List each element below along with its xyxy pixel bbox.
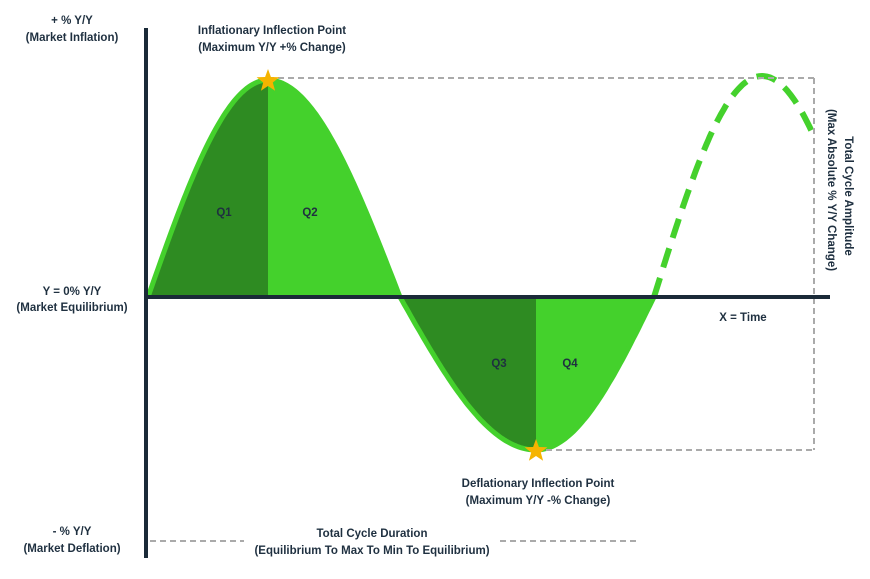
star-icon — [256, 69, 280, 91]
x-axis-label: X = Time — [719, 312, 766, 324]
peak-subtitle: (Maximum Y/Y +% Change) — [198, 42, 346, 54]
cycle-curve-projected — [651, 72, 816, 298]
trough-subtitle: (Maximum Y/Y -% Change) — [466, 495, 611, 507]
y-bot-sublabel: (Market Deflation) — [23, 543, 120, 555]
duration-title: Total Cycle Duration — [317, 528, 428, 540]
duration-subtitle: (Equilibrium To Max To Min To Equilibriu… — [254, 545, 489, 557]
peak-title: Inflationary Inflection Point — [198, 25, 346, 37]
y-mid-label: Y = 0% Y/Y — [43, 286, 102, 298]
amplitude-subtitle: (Max Absolute % Y/Y Change) — [825, 109, 837, 271]
quadrant-label-q4: Q4 — [562, 358, 578, 370]
y-bot-label: - % Y/Y — [53, 526, 92, 538]
y-top-label: + % Y/Y — [51, 15, 93, 27]
quadrant-label-q3: Q3 — [491, 358, 506, 370]
quadrant-q3-fill — [400, 297, 536, 450]
y-mid-sublabel: (Market Equilibrium) — [16, 302, 127, 314]
y-top-sublabel: (Market Inflation) — [26, 32, 119, 44]
trough-title: Deflationary Inflection Point — [462, 478, 615, 490]
quadrant-q4-fill — [536, 297, 654, 450]
quadrant-q1-fill — [148, 80, 268, 297]
star-icon — [524, 439, 548, 461]
amplitude-title: Total Cycle Amplitude — [842, 136, 854, 256]
quadrant-label-q1: Q1 — [216, 207, 232, 219]
quadrant-label-q2: Q2 — [302, 207, 317, 219]
quadrant-q2-fill — [268, 80, 400, 297]
